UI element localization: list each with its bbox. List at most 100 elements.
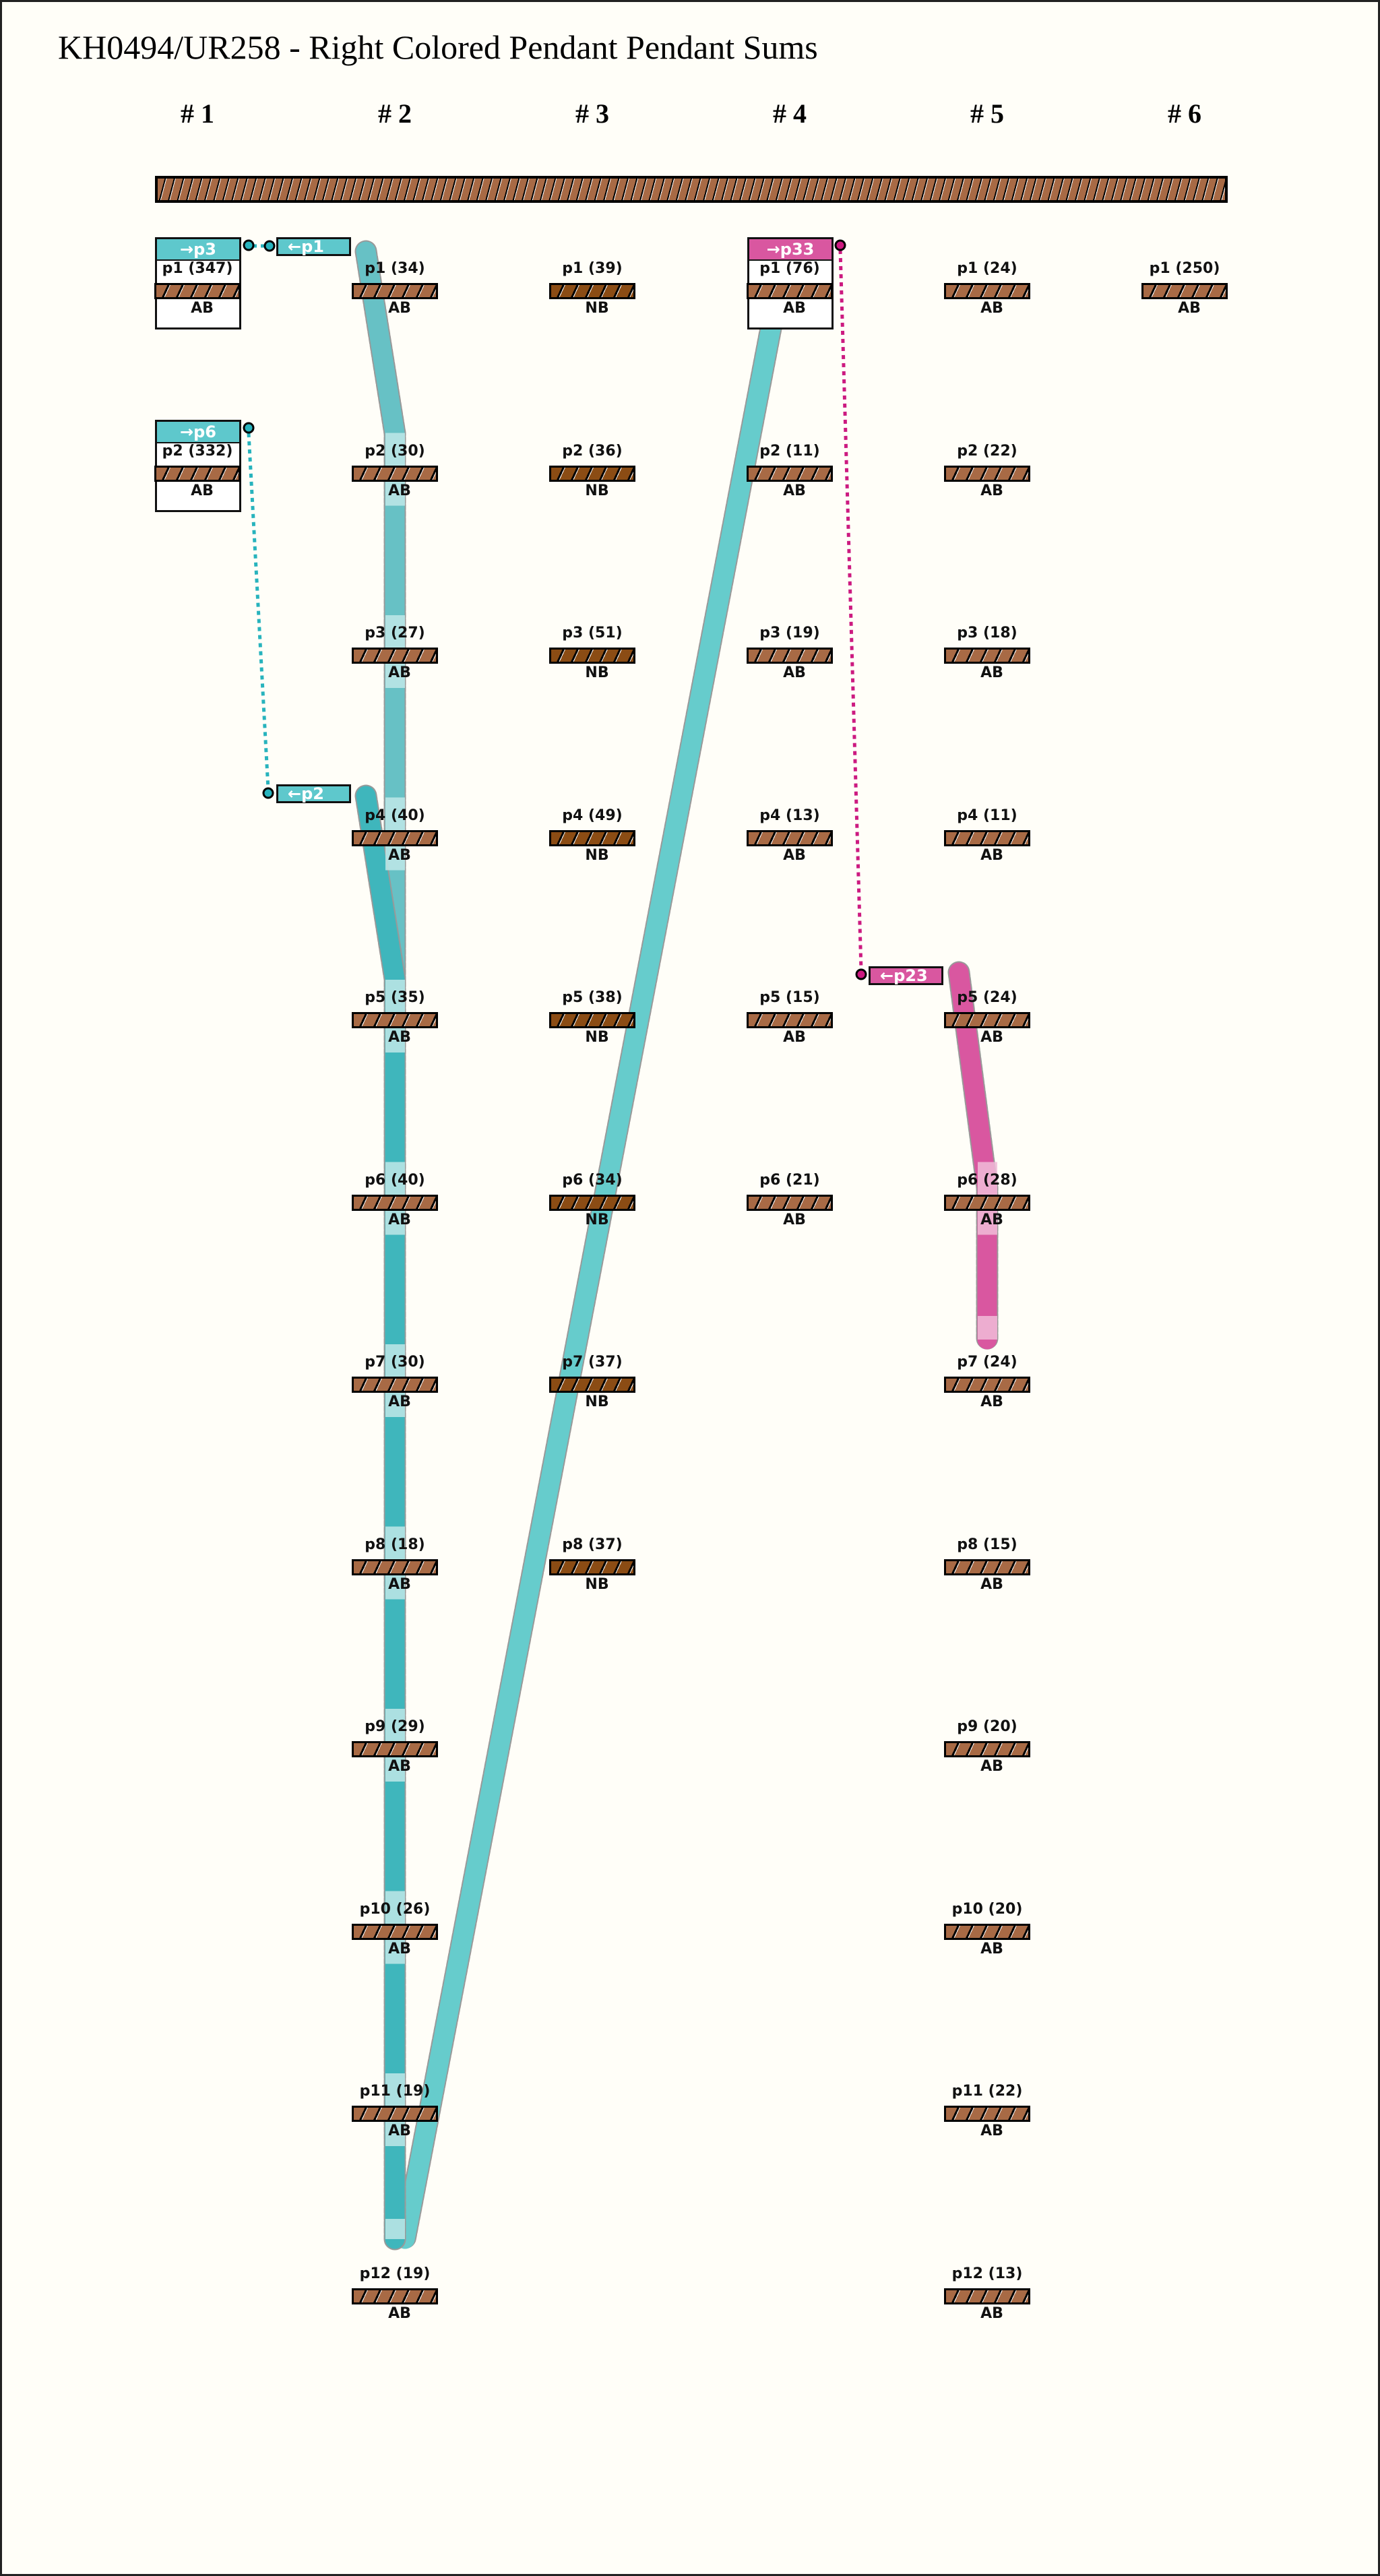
pendant-group: NB (585, 1575, 609, 1593)
connector-dot (834, 239, 846, 251)
pendant-group: AB (191, 482, 214, 499)
pendant-label: p6 (34) (562, 1171, 623, 1189)
pendant-label: p10 (26) (359, 1900, 431, 1918)
pendant-label: p3 (51) (562, 625, 623, 641)
pendant-group: AB (980, 846, 1003, 864)
pendant-cord-bar (944, 283, 1030, 299)
pendant-cord-bar (352, 1559, 438, 1575)
incoming-sum-tag: ←p1 (276, 237, 351, 256)
pendant-label: p7 (30) (365, 1354, 425, 1371)
pendant-cord-bar (944, 1741, 1030, 1757)
pendant-label: p1 (76) (759, 260, 820, 277)
pendant-label: p12 (19) (359, 2265, 431, 2282)
pendant-group: AB (388, 664, 411, 681)
pendant-cord-bar (747, 648, 833, 664)
pendant-cord-bar (549, 283, 635, 299)
connector-dot (855, 968, 867, 980)
pendant-group: AB (980, 1211, 1003, 1228)
outgoing-sum-tag: →p3 (157, 239, 239, 261)
pendant-label: p11 (19) (359, 2083, 431, 2100)
pendant-label: p2 (30) (365, 442, 425, 460)
pendant-cord-bar (944, 829, 1030, 846)
pendant-cord-bar (352, 283, 438, 299)
pendant-label: p6 (21) (759, 1171, 820, 1189)
pendant-cord-bar (549, 1559, 635, 1575)
pendant-label: p1 (347) (162, 260, 233, 277)
incoming-sum-tag: ←p2 (276, 784, 351, 803)
primary-cord (155, 176, 1228, 203)
pendant-group: AB (388, 846, 411, 864)
pendant-group: NB (585, 1393, 609, 1410)
column-header: # 5 (970, 98, 1004, 129)
pendant-label: p9 (29) (365, 1718, 425, 1735)
pendant-label: p2 (11) (759, 442, 820, 460)
pendant-cord-bar (352, 1741, 438, 1757)
pendant-cord-bar (352, 1012, 438, 1028)
pendant-label: p7 (24) (957, 1354, 1017, 1371)
pendant-cord-bar (352, 829, 438, 846)
pendant-group: AB (1178, 300, 1201, 317)
pendant-label: p5 (38) (562, 989, 623, 1006)
pendant-cord-bar (944, 1559, 1030, 1575)
pendant-group: NB (585, 664, 609, 681)
pendant-cord-bar (352, 648, 438, 664)
pendant-label: p9 (20) (957, 1718, 1017, 1735)
pendant-group: AB (980, 482, 1003, 499)
pendant-group: AB (388, 300, 411, 317)
pendant-group: AB (980, 664, 1003, 681)
pendant-cord-bar (549, 648, 635, 664)
pendant-cord-bar (549, 829, 635, 846)
pendant-group: AB (980, 1029, 1003, 1046)
pendant-label: p5 (15) (759, 989, 820, 1006)
pendant-label: p6 (40) (365, 1171, 425, 1189)
pendant-label: p1 (39) (562, 260, 623, 277)
pendant-group: AB (980, 2304, 1003, 2322)
pendant-group: AB (980, 2123, 1003, 2139)
pendant-cord-bar (944, 465, 1030, 482)
pendant-label: p5 (24) (957, 989, 1017, 1006)
pendant-label: p4 (13) (759, 807, 820, 824)
pendant-label: p12 (13) (951, 2265, 1023, 2282)
pendant-label: p2 (332) (162, 442, 233, 460)
page-title: KH0494/UR258 - Right Colored Pendant Pen… (58, 28, 818, 66)
pendant-label: p7 (37) (562, 1354, 623, 1371)
pendant-cord-bar (747, 829, 833, 846)
connector-dot (263, 240, 276, 252)
sum-strand-cyan-b-fill (356, 786, 405, 2249)
pendant-group: AB (980, 300, 1003, 317)
column-header: # 6 (1168, 98, 1201, 129)
pendant-label: p8 (18) (365, 1536, 425, 1553)
outgoing-sum-tag: →p33 (749, 239, 832, 261)
pendant-group: NB (585, 482, 609, 499)
connector-line-p6-p2 (247, 433, 270, 790)
pendant-group: NB (585, 1029, 609, 1046)
pendant-group: AB (783, 482, 806, 499)
pendant-cord-bar (352, 2106, 438, 2122)
pendant-cord-bar (944, 1377, 1030, 1393)
pendant-group: AB (980, 1758, 1003, 1775)
pendant-cord-bar (944, 1194, 1030, 1211)
pendant-group: AB (980, 1393, 1003, 1410)
column-header: # 1 (181, 98, 214, 129)
pendant-label: p1 (34) (365, 260, 425, 277)
pendant-cord-bar (352, 1194, 438, 1211)
pendant-label: p3 (18) (957, 625, 1017, 641)
pendant-cord-bar (747, 1012, 833, 1028)
pendant-label: p10 (20) (951, 1900, 1023, 1918)
pendant-label: p4 (40) (365, 807, 425, 824)
incoming-sum-tag: ←p23 (869, 966, 943, 985)
pendant-cord-bar (944, 2288, 1030, 2304)
pendant-cord-bar (747, 465, 833, 482)
pendant-label: p2 (36) (562, 442, 623, 460)
pendant-group: AB (388, 1940, 411, 1957)
pendant-group: AB (783, 300, 806, 317)
pendant-cord-bar (549, 1377, 635, 1393)
pendant-cord-bar (747, 1194, 833, 1211)
pendant-group: AB (388, 1211, 411, 1228)
connector-dot (262, 787, 274, 799)
pendant-label: p8 (37) (562, 1536, 623, 1553)
pendant-label: p5 (35) (365, 989, 425, 1006)
pendant-cord-bar (747, 283, 833, 299)
